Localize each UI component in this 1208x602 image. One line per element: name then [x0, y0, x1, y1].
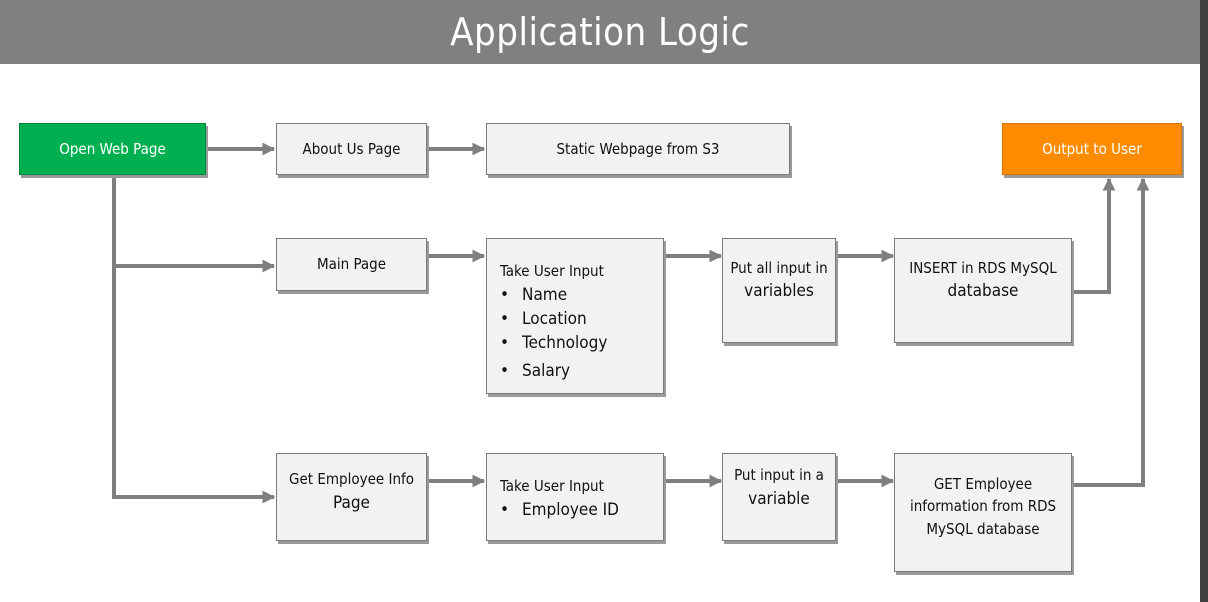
- main-page-label: Main Page: [316, 255, 387, 274]
- about-us-page-label: About Us Page: [302, 139, 401, 158]
- list-item: Employee ID: [500, 498, 663, 522]
- put-all-input-box: Put all input in variables: [722, 238, 836, 343]
- employee-id-list: Employee ID: [500, 498, 663, 522]
- slide-right-edge: [1200, 0, 1208, 602]
- insert-rds-line2: database: [947, 281, 1019, 301]
- static-webpage-box: Static Webpage from S3: [486, 123, 790, 175]
- get-employee-info-box: Get Employee Info Page: [276, 453, 427, 541]
- get-employee-info-line2: Page: [333, 492, 370, 513]
- put-all-input-line2: variables: [744, 281, 814, 301]
- insert-rds-line1: INSERT in RDS MySQL: [909, 258, 1057, 277]
- take-user-input-main-box: Take User Input Name Location Technology…: [486, 238, 664, 394]
- open-web-page-box: Open Web Page: [19, 123, 206, 175]
- arrow-insert-to-output: [1072, 177, 1116, 294]
- arrow-open-to-main: [112, 175, 276, 273]
- take-user-input-emp-title: Take User Input: [500, 477, 604, 495]
- static-webpage-label: Static Webpage from S3: [556, 139, 720, 158]
- put-all-input-line1: Put all input in: [730, 258, 828, 277]
- get-employee-rds-line1: GET Employee: [933, 474, 1033, 493]
- put-input-line1: Put input in a: [734, 466, 824, 484]
- input-field-list: Name Location Technology Salary: [500, 283, 663, 383]
- get-employee-rds-box: GET Employee information from RDS MySQL …: [894, 453, 1072, 572]
- page-title: Application Logic: [450, 10, 750, 54]
- list-item: Name: [500, 283, 663, 307]
- take-user-input-main-title: Take User Input: [500, 262, 604, 280]
- arrow-get-rds-to-output: [1072, 177, 1150, 487]
- list-item: Location: [500, 307, 663, 331]
- list-item: Technology: [500, 331, 663, 355]
- output-to-user-label: Output to User: [1042, 139, 1142, 158]
- insert-rds-box: INSERT in RDS MySQL database: [894, 238, 1072, 343]
- put-input-box: Put input in a variable: [722, 453, 836, 541]
- output-to-user-box: Output to User: [1002, 123, 1182, 175]
- take-user-input-emp-box: Take User Input Employee ID: [486, 453, 664, 541]
- arrow-open-to-get-employee: [112, 266, 276, 504]
- about-us-page-box: About Us Page: [276, 123, 427, 175]
- get-employee-rds-line3: MySQL database: [926, 519, 1040, 538]
- list-item: Salary: [500, 359, 663, 383]
- get-employee-rds-line2: information from RDS: [909, 497, 1057, 516]
- title-bar: Application Logic: [0, 0, 1200, 64]
- get-employee-info-line1: Get Employee Info: [289, 470, 414, 488]
- main-page-box: Main Page: [276, 238, 427, 291]
- put-input-line2: variable: [748, 488, 810, 509]
- open-web-page-label: Open Web Page: [59, 139, 166, 158]
